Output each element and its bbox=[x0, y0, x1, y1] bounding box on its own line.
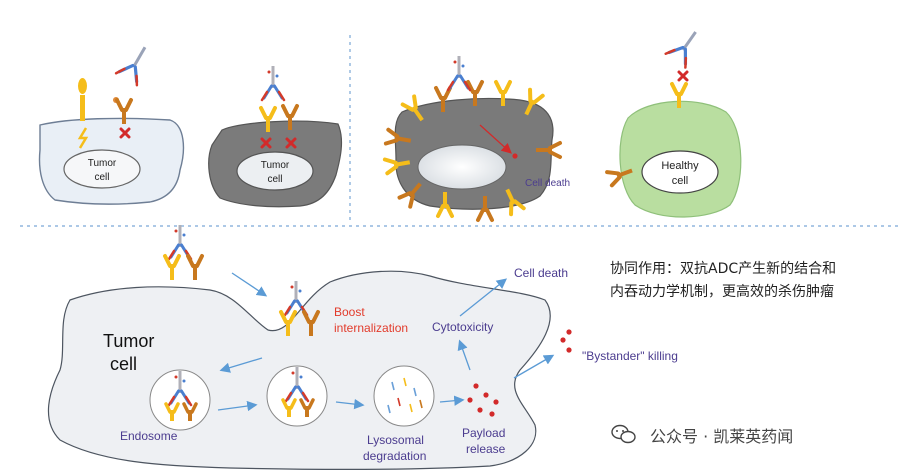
internalization-arrow bbox=[479, 124, 512, 154]
cell-death-label-top: Cell death bbox=[525, 178, 570, 189]
panel-top-left: Tumor cell Tumor cell bbox=[38, 46, 343, 208]
bispecific-binding-outside bbox=[163, 223, 204, 282]
payload-dot-3 bbox=[512, 153, 518, 159]
caption: 协同作用：双抗ADC产生新的结合和 内吞动力学机制，更高效的杀伤肿瘤 bbox=[610, 261, 836, 300]
endosome-label: Endosome bbox=[120, 429, 178, 443]
nucleus-2 bbox=[236, 151, 314, 191]
lysosomal-line1: Lysosomal bbox=[367, 433, 424, 447]
watermark-text: 公众号 · 凯莱英药闻 bbox=[650, 427, 793, 446]
nucleus-1 bbox=[63, 149, 141, 189]
endosome-2 bbox=[266, 365, 328, 427]
panel-dividers bbox=[20, 35, 900, 227]
bystander-dots bbox=[560, 329, 572, 353]
yellow-receptor-with-target bbox=[77, 78, 89, 149]
payload-line2: release bbox=[466, 442, 506, 456]
wechat-icon bbox=[611, 424, 636, 444]
boost-line1: Boost bbox=[334, 305, 365, 319]
antibody-free-1 bbox=[114, 46, 147, 87]
x-mark-healthy bbox=[677, 70, 689, 82]
payload-line1: Payload bbox=[462, 426, 505, 440]
antibody-healthy bbox=[664, 31, 697, 69]
panel-bottom: Tumor cell Boost internalization Endosom… bbox=[47, 223, 678, 470]
tumor-label-line2: cell bbox=[110, 354, 137, 374]
nucleus-3 bbox=[417, 144, 507, 190]
caption-line2: 内吞动力学机制，更高效的杀伤肿瘤 bbox=[610, 283, 834, 300]
lysosomal-line2: degradation bbox=[363, 449, 426, 463]
panel-top-right: Cell death Healthy cell bbox=[382, 31, 742, 222]
boost-line2: internalization bbox=[334, 321, 408, 335]
tumor-label-line1: Tumor bbox=[103, 331, 154, 351]
degraded-fragments bbox=[387, 377, 423, 414]
bystander-label: "Bystander" killing bbox=[582, 349, 678, 363]
cell1-label-line1: Tumor bbox=[88, 158, 117, 169]
arrow-to-lysosome bbox=[335, 398, 365, 410]
healthy-nucleus bbox=[641, 150, 719, 194]
arrow-endosome-to-endosome bbox=[217, 400, 258, 412]
cell1-label-line2: cell bbox=[94, 172, 109, 183]
cytotoxicity-label: Cytotoxicity bbox=[432, 320, 493, 334]
arrow-to-payload bbox=[439, 395, 465, 406]
endosome-1 bbox=[149, 369, 211, 431]
watermark: 公众号 · 凯莱英药闻 bbox=[611, 424, 793, 446]
cell2-label-line2: cell bbox=[267, 174, 282, 185]
arrow-to-internalization bbox=[231, 272, 268, 297]
healthy-label-line2: cell bbox=[672, 175, 689, 187]
antibody-bound-2 bbox=[260, 64, 286, 102]
arrow-to-cytotoxicity bbox=[457, 339, 471, 371]
arrow-to-endosome bbox=[219, 357, 263, 373]
lysosome bbox=[373, 365, 435, 427]
antibody-top-right bbox=[446, 54, 472, 92]
arrow-to-cell-death bbox=[459, 278, 508, 317]
caption-line1: 协同作用：双抗ADC产生新的结合和 bbox=[610, 261, 836, 277]
payload-dots bbox=[467, 383, 499, 417]
arrow-to-bystander bbox=[513, 354, 555, 379]
healthy-label-line1: Healthy bbox=[661, 160, 699, 172]
cell-death-label-bottom: Cell death bbox=[514, 266, 568, 280]
cell2-label-line1: Tumor bbox=[261, 160, 290, 171]
